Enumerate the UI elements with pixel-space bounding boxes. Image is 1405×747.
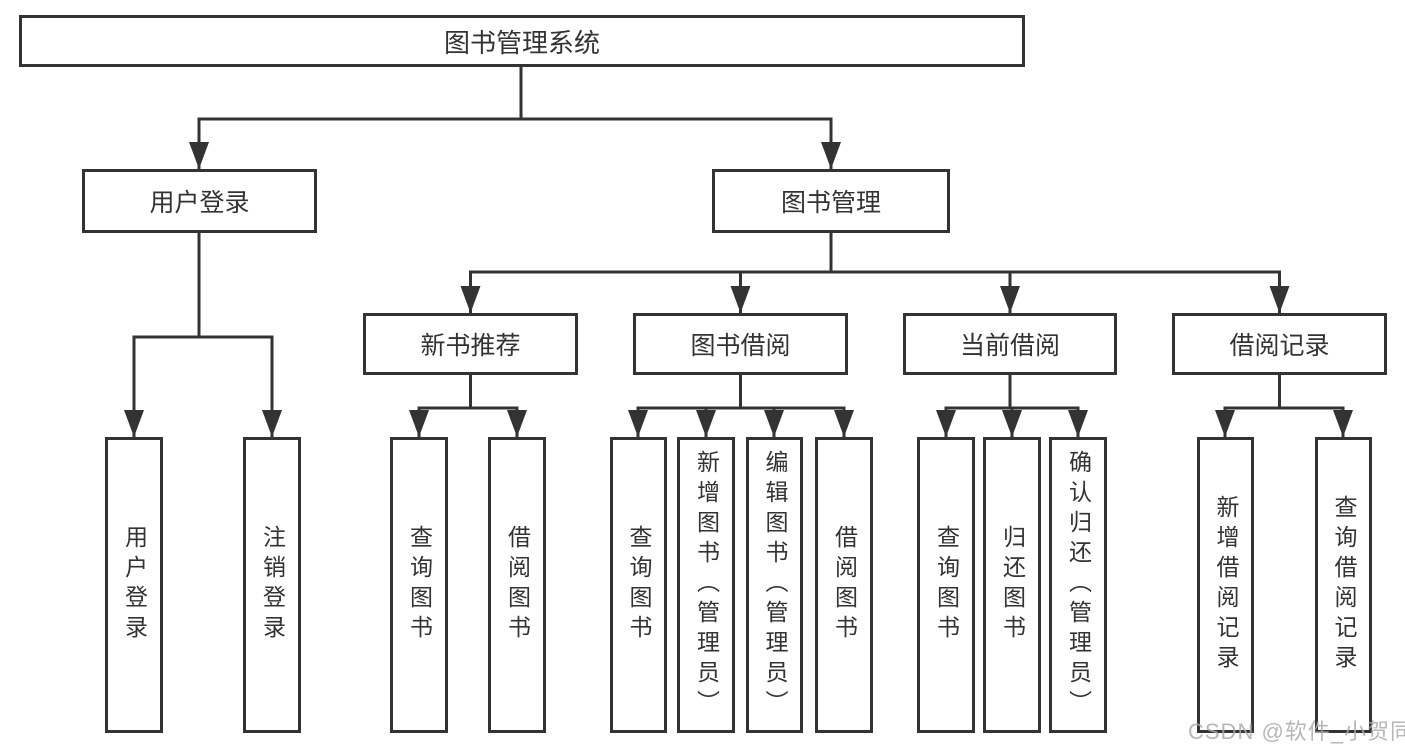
connector-new-book-rec-to-leaves [417, 373, 519, 439]
connector-root-to-level2 [197, 65, 833, 171]
node-label: 新增图书（管理员） [693, 450, 720, 720]
node-label: 确认归还（管理员） [1065, 450, 1092, 720]
arrowhead [262, 410, 282, 437]
arrowhead [730, 286, 751, 313]
arrowhead [409, 410, 429, 437]
arrowhead [1333, 410, 1353, 437]
connector-book-management-to-level3 [469, 231, 1281, 315]
arrowhead [460, 286, 481, 313]
leaf-query-books-1: 查询图书 [390, 437, 448, 733]
connector-user-login-to-leaves [132, 231, 274, 439]
arrowhead [696, 410, 716, 437]
arrowhead [764, 410, 784, 437]
arrowhead [1215, 410, 1235, 437]
node-label: 查询图书 [933, 525, 960, 645]
arrowhead [1002, 410, 1022, 437]
node-label: 编辑图书（管理员） [762, 450, 788, 720]
leaf-query-books-3: 查询图书 [917, 437, 975, 733]
connector-paths [132, 65, 1345, 439]
connector-current-borrow-to-leaves [944, 373, 1080, 439]
leaf-edit-books-admin: 编辑图书（管理员） [746, 437, 803, 733]
leaf-add-books-admin: 新增图书（管理员） [677, 437, 735, 733]
leaf-query-borrow-record: 查询借阅记录 [1315, 437, 1372, 733]
node-label: 借阅图书 [504, 525, 531, 645]
node-label: 查询图书 [406, 525, 433, 645]
leaf-borrow-books-2: 借阅图书 [815, 437, 873, 733]
arrowhead [936, 410, 956, 437]
node-label: 新增借阅记录 [1213, 495, 1239, 675]
leaf-add-borrow-record: 新增借阅记录 [1197, 437, 1254, 733]
leaf-logout: 注销登录 [243, 437, 301, 733]
connector-book-borrow-to-leaves [636, 373, 846, 439]
leaf-borrow-books-1: 借阅图书 [488, 437, 546, 733]
leaf-query-books-2: 查询图书 [610, 437, 667, 733]
leaf-user-login: 用户登录 [105, 437, 163, 733]
connector-borrow-records-to-leaves [1223, 373, 1345, 439]
arrowhead [189, 142, 209, 169]
node-current-borrow: 当前借阅 [903, 313, 1117, 375]
node-user-login: 用户登录 [82, 169, 317, 233]
node-label: 图书借阅 [690, 332, 791, 360]
node-label: 用户登录 [149, 189, 250, 217]
arrowhead [834, 410, 854, 437]
node-label: 图书管理 [780, 189, 881, 217]
arrowhead [1269, 286, 1290, 313]
node-library-management-system: 图书管理系统 [19, 15, 1025, 67]
watermark: CSDN @软件_小贺同学 [1188, 719, 1405, 744]
node-borrow-records: 借阅记录 [1172, 313, 1387, 375]
node-book-borrow: 图书借阅 [633, 313, 848, 375]
node-label: 图书管理系统 [443, 27, 600, 58]
arrowhead [821, 142, 841, 169]
leaf-confirm-return-admin: 确认归还（管理员） [1049, 437, 1107, 733]
node-book-management: 图书管理 [712, 169, 950, 233]
node-label: 新书推荐 [420, 332, 521, 360]
node-label: 查询图书 [626, 525, 652, 645]
arrowhead [507, 410, 527, 437]
node-label: 借阅记录 [1229, 332, 1330, 360]
arrowhead [1000, 286, 1020, 313]
node-label: 归还图书 [999, 525, 1026, 645]
arrowhead [1068, 410, 1088, 437]
arrowhead [124, 410, 144, 437]
leaf-return-books: 归还图书 [983, 437, 1041, 733]
node-label: 当前借阅 [959, 332, 1060, 360]
node-label: 查询借阅记录 [1331, 495, 1357, 675]
node-label: 用户登录 [121, 525, 148, 645]
node-label: 注销登录 [259, 525, 286, 645]
arrowhead [628, 410, 648, 437]
node-new-book-recommend: 新书推荐 [363, 313, 578, 375]
node-label: 借阅图书 [831, 525, 858, 645]
